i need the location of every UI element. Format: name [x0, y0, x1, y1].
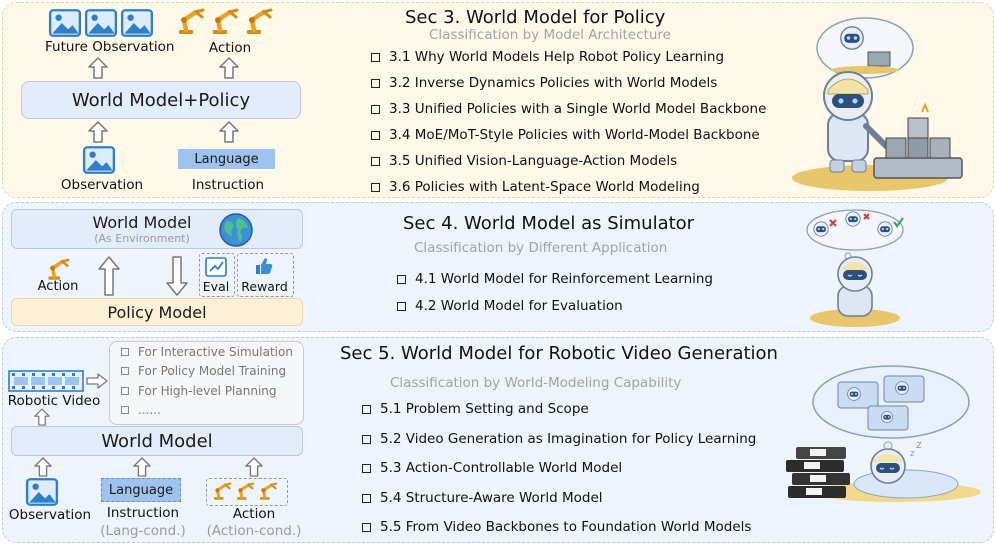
- list-item: 3.5 Unified Vision-Language-Action Model…: [371, 153, 677, 169]
- world-model-label: World Model: [92, 213, 192, 232]
- list-item: 5.4 Structure-Aware World Model: [362, 490, 603, 506]
- robot-building-blocks-illustration: [792, 17, 963, 191]
- world-model-box: World Model: [11, 426, 303, 456]
- list-item: 4.1 World Model for Reinforcement Learni…: [397, 271, 713, 287]
- cross-icon: [863, 213, 870, 220]
- dreaming-robot-illustration: z z: [786, 365, 981, 502]
- meditating-robot-illustration: [806, 209, 904, 327]
- policy-model-box: Policy Model: [11, 298, 303, 326]
- section-4-title: Sec 4. World Model as Simulator: [403, 213, 695, 234]
- eval-label: Eval: [202, 279, 230, 294]
- svg-text:z: z: [910, 449, 915, 459]
- checkbox-icon: [362, 434, 371, 444]
- instruction-label: Instruction: [191, 177, 265, 193]
- observation-image-icon: [25, 478, 59, 506]
- up-arrow-icon: [133, 457, 151, 477]
- up-arrow-icon: [34, 408, 50, 426]
- checkbox-icon: [362, 404, 371, 414]
- action-label: Action: [37, 279, 79, 294]
- svg-text:z: z: [916, 438, 922, 451]
- down-arrow-icon: [166, 256, 188, 296]
- action-robot-arm-icons: [212, 481, 278, 502]
- observation-label: Observation: [60, 177, 144, 193]
- video-tapes-icon: [786, 447, 850, 498]
- list-item: 5.2 Video Generation as Imagination for …: [362, 431, 756, 447]
- world-model-environment-box: World Model (As Environment): [11, 209, 303, 249]
- up-arrow-icon: [245, 457, 263, 477]
- section-3-title: Sec 3. World Model for Policy: [405, 7, 666, 28]
- list-item: 3.6 Policies with Latent-Space World Mod…: [371, 179, 700, 195]
- checkbox-icon: [371, 182, 380, 192]
- use-item: For Policy Model Training: [121, 364, 286, 378]
- evaluation-chart-icon: [205, 257, 227, 277]
- checkbox-icon: [397, 301, 406, 311]
- list-item: 3.2 Inverse Dynamics Policies with World…: [371, 75, 717, 91]
- checkbox-icon: [362, 522, 371, 532]
- use-item: For High-level Planning: [121, 384, 277, 398]
- list-item: 5.5 From Video Backbones to Foundation W…: [362, 519, 751, 535]
- reward-label: Reward: [241, 279, 288, 294]
- uses-list-box: [109, 341, 304, 425]
- checkbox-icon: [371, 156, 380, 166]
- up-arrow-icon: [88, 57, 108, 79]
- cross-icon: [829, 219, 837, 227]
- observation-image-icon: [82, 146, 116, 174]
- list-item: 3.1 Why World Models Help Robot Policy L…: [371, 49, 724, 65]
- blocks-platform-icon: [873, 102, 963, 179]
- checkbox-icon: [371, 52, 380, 62]
- checkbox-icon: [121, 348, 129, 356]
- up-arrow-icon: [219, 121, 239, 143]
- language-badge: Language: [178, 149, 275, 169]
- lang-cond-label: (Lang-cond.): [100, 523, 186, 539]
- checkbox-icon: [362, 493, 371, 503]
- checkbox-icon: [362, 463, 371, 473]
- language-badge: Language: [101, 478, 181, 502]
- list-item: 3.4 MoE/MoT-Style Policies with World-Mo…: [371, 127, 760, 143]
- checkbox-icon: [371, 130, 380, 140]
- action-robot-arm-icons: [176, 4, 280, 38]
- action-box: [206, 478, 288, 506]
- eval-box: [199, 253, 235, 297]
- up-arrow-icon: [98, 256, 120, 296]
- section-3-subtitle: Classification by Model Architecture: [429, 27, 671, 43]
- list-item: 5.1 Problem Setting and Scope: [362, 401, 589, 417]
- action-cond-label: (Action-cond.): [206, 523, 302, 539]
- check-icon: [893, 217, 904, 228]
- checkbox-icon: [121, 367, 129, 375]
- future-observation-label: Future Observation: [45, 39, 175, 55]
- checkbox-icon: [121, 406, 129, 414]
- checkbox-icon: [371, 78, 380, 88]
- reward-box: [237, 253, 294, 297]
- up-arrow-icon: [88, 121, 108, 143]
- world-model-policy-box: World Model+Policy: [21, 81, 301, 119]
- list-item: 5.3 Action-Controllable World Model: [362, 460, 622, 476]
- list-item: 3.3 Unified Policies with a Single World…: [371, 101, 766, 117]
- robotic-video-label: Robotic Video: [7, 393, 101, 409]
- observation-label: Observation: [8, 507, 92, 523]
- checkbox-icon: [397, 274, 406, 284]
- action-label: Action: [208, 40, 252, 56]
- globe-icon: [219, 213, 253, 247]
- section-5-title: Sec 5. World Model for Robotic Video Gen…: [340, 343, 778, 364]
- thumbs-up-icon: [256, 258, 273, 274]
- checkbox-icon: [371, 104, 380, 114]
- up-arrow-icon: [219, 57, 239, 79]
- checkbox-icon: [121, 387, 129, 395]
- film-strip-icon: [8, 370, 84, 392]
- right-arrow-icon: [86, 373, 108, 389]
- list-item: 4.2 World Model for Evaluation: [397, 298, 623, 314]
- section-5-subtitle: Classification by World-Modeling Capabil…: [390, 375, 682, 391]
- instruction-label: Instruction: [106, 505, 180, 521]
- robot-icon: [823, 71, 889, 173]
- section-4-subtitle: Classification by Different Application: [414, 240, 668, 256]
- use-item: For Interactive Simulation: [121, 345, 293, 359]
- up-arrow-icon: [34, 457, 52, 477]
- future-observation-image-icons: [48, 9, 154, 37]
- use-item: ......: [121, 403, 161, 417]
- as-environment-label: (As Environment): [94, 232, 190, 245]
- action-label: Action: [232, 506, 276, 522]
